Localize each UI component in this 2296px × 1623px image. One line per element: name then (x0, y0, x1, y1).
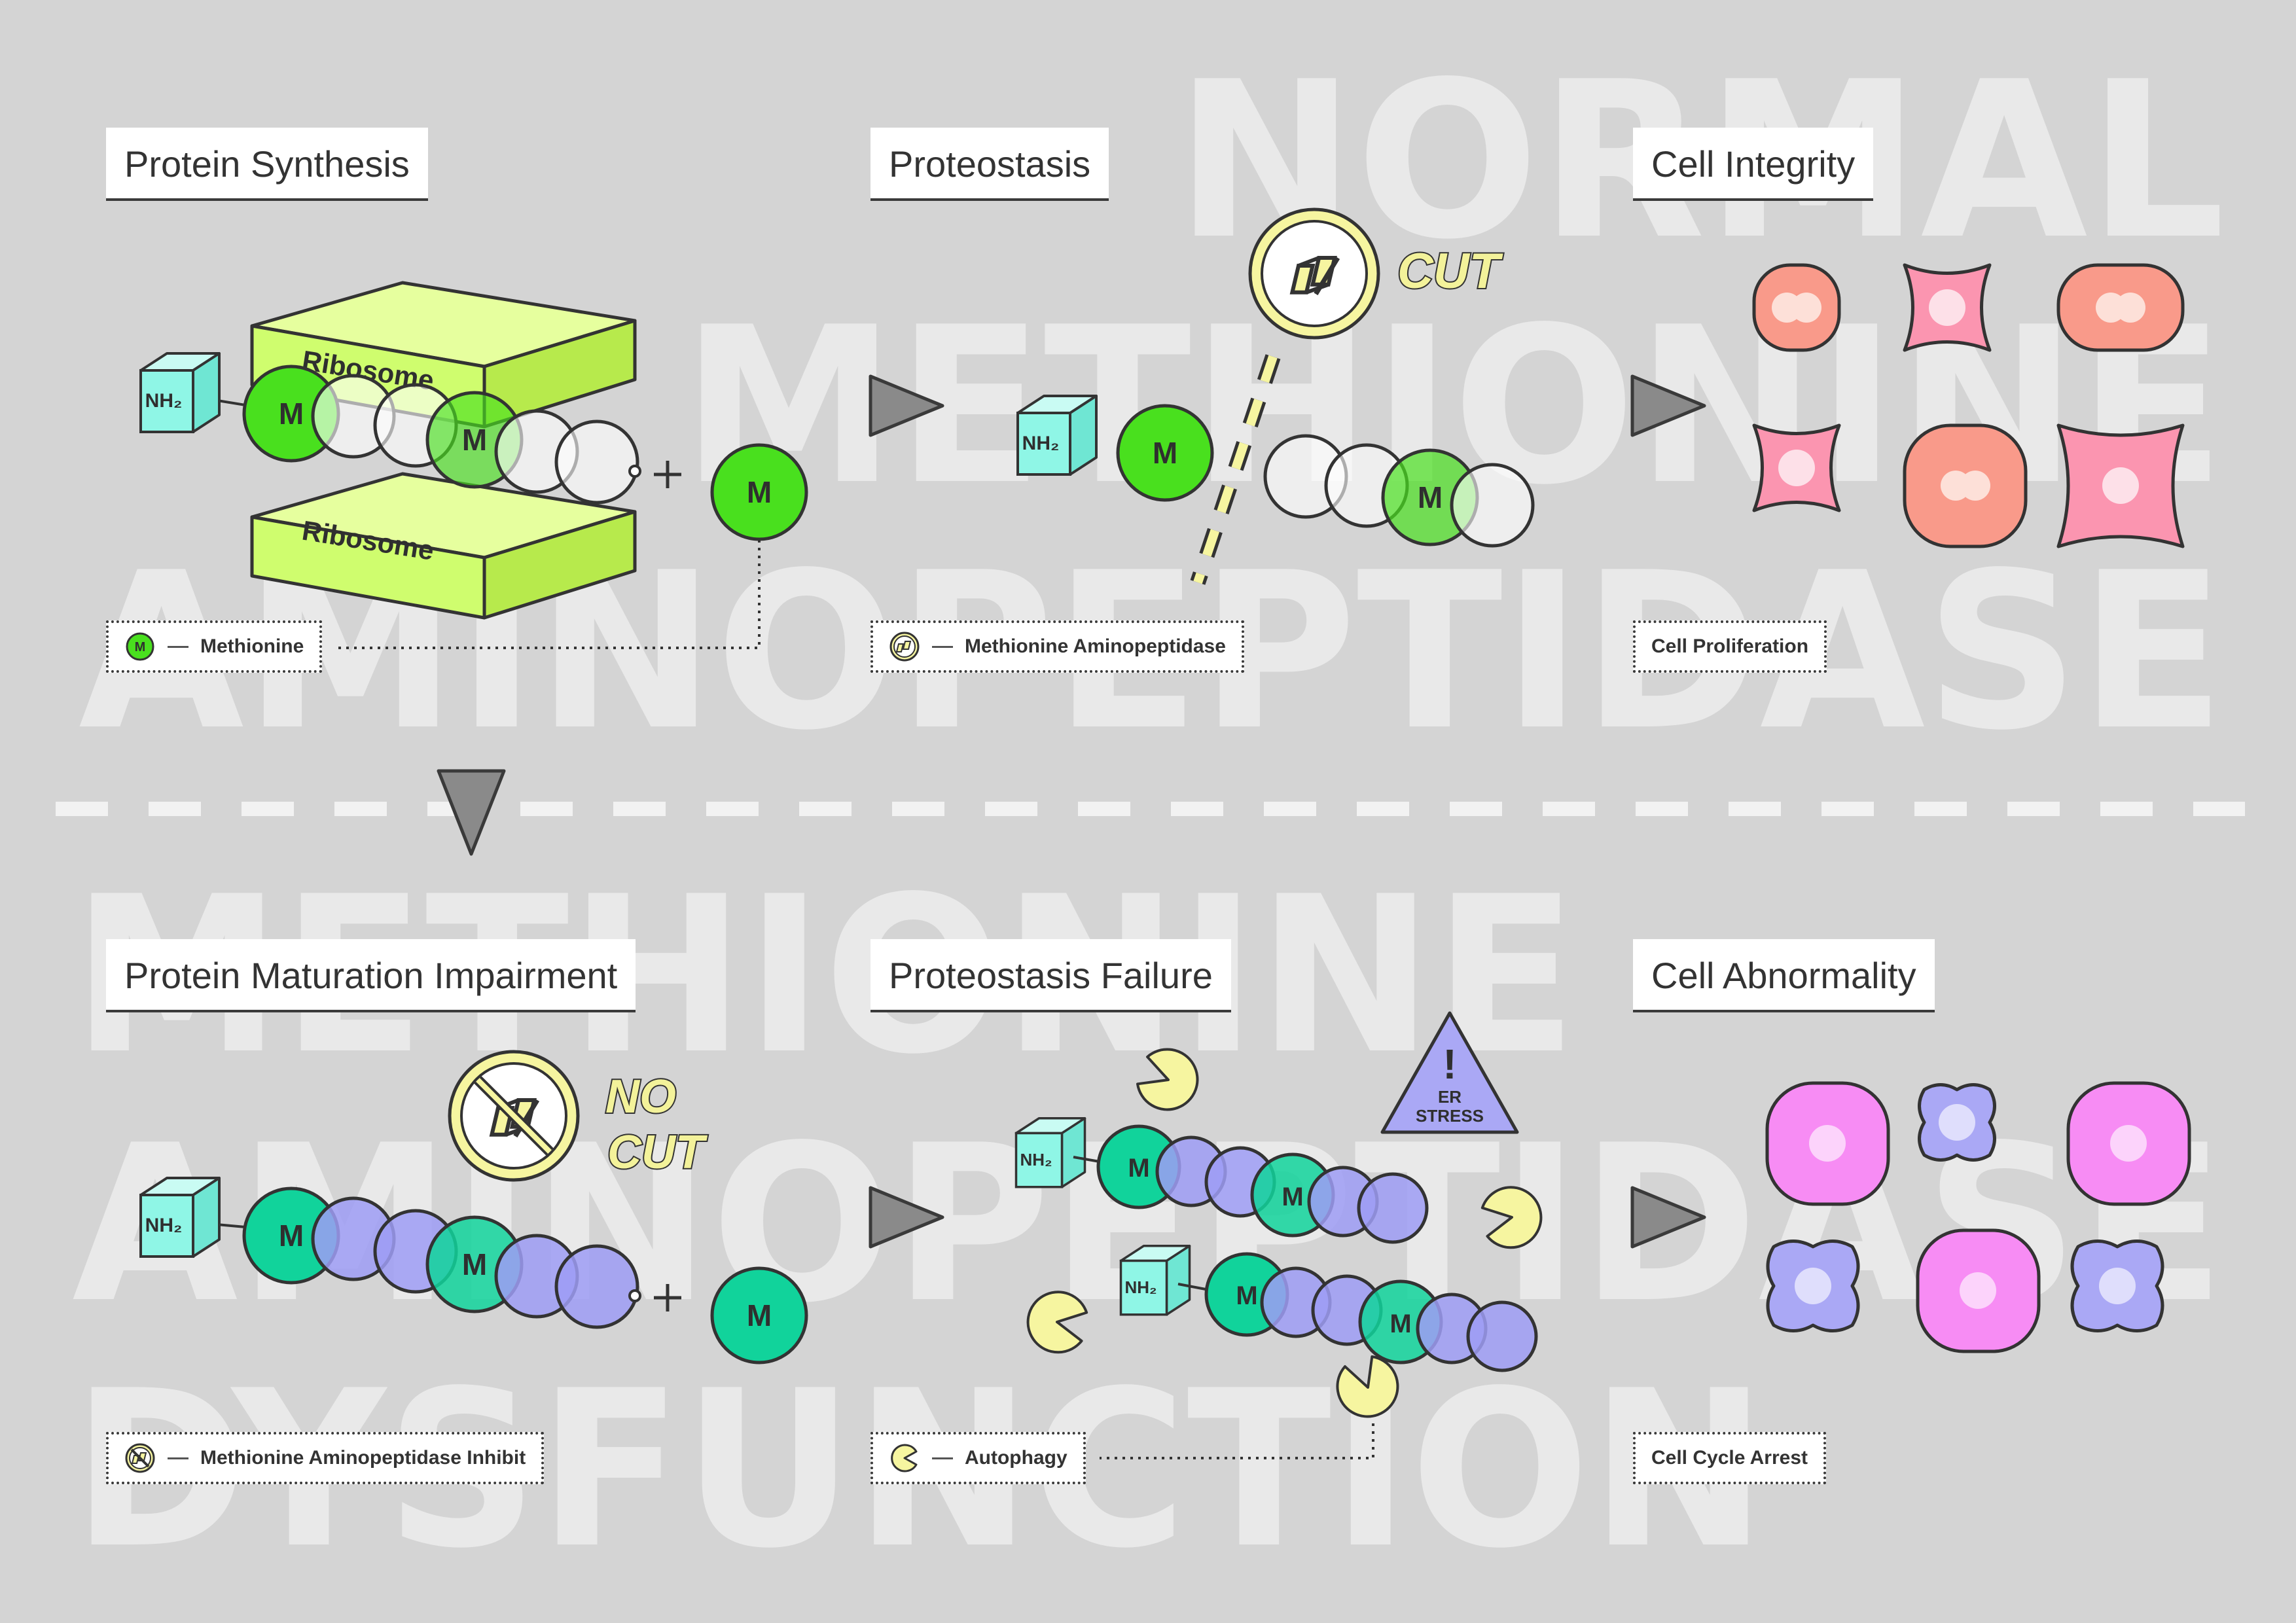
impaired-chain: NH₂ M M M (139, 1177, 808, 1364)
legend-dash (932, 645, 953, 648)
no-cut-inhibited-enzyme: NO CUT (448, 1050, 709, 1182)
abnormal-cell (1765, 1081, 1890, 1206)
methionine-bead-label: M (462, 423, 487, 457)
legend-dash (168, 645, 188, 648)
synthesis-chain: NH₂ M M M (139, 352, 808, 649)
svg-text:M: M (135, 640, 146, 654)
legend-cell-cycle-arrest-text: Cell Cycle Arrest (1651, 1447, 1808, 1469)
healthy-cell (1903, 423, 2028, 548)
healthy-cell (2056, 263, 2185, 352)
arrow-right-top-2 (1630, 374, 1706, 437)
methionine-icon: M (126, 632, 154, 661)
map-enzyme-cut: CUT (1190, 207, 1505, 585)
title-cell-abnormality: Cell Abnormality (1633, 939, 1935, 1012)
healthy-cell (1903, 263, 1992, 352)
healthy-cell (2056, 423, 2185, 548)
er-stress-warning: ! ER STRESS (1380, 1011, 1519, 1134)
nh2-label: NH₂ (1124, 1277, 1157, 1297)
healthy-cell (1752, 263, 1841, 352)
title-proteostasis: Proteostasis (870, 128, 1109, 201)
legend-dash (168, 1457, 188, 1459)
legend-methionine-text: Methionine (200, 635, 304, 657)
autophagy-pacman-icon (891, 1444, 918, 1472)
released-methionine (710, 443, 808, 541)
arrow-right-bottom-1 (869, 1186, 944, 1249)
methionine-bead-label: M (1128, 1154, 1149, 1183)
legend-cell-cycle-arrest: Cell Cycle Arrest (1633, 1432, 1827, 1484)
legend-aminopeptidase: Methionine Aminopeptidase (870, 620, 1244, 673)
failure-chain-1: NH₂ M M (1014, 1117, 1429, 1244)
legend-cell-proliferation-text: Cell Proliferation (1651, 635, 1809, 657)
methionine-bead-label: M (279, 397, 304, 431)
nh2-label: NH₂ (145, 1215, 183, 1236)
aminopeptidase-icon (889, 632, 920, 662)
abnormal-cells (1765, 1081, 2191, 1353)
methionine-bead-label: M (462, 1247, 487, 1281)
no-cut-label-line1: NO (605, 1071, 676, 1123)
methionine-bead-label: M (279, 1219, 304, 1253)
healthy-cells (1752, 263, 2185, 548)
abnormal-cell (1766, 1240, 1860, 1332)
abnormal-cell (1918, 1083, 1996, 1162)
methionine-bead-label: M (1236, 1281, 1257, 1310)
abnormal-cell (2066, 1081, 2191, 1206)
title-proteostasis-failure: Proteostasis Failure (870, 939, 1231, 1012)
nh2-label: NH₂ (1022, 433, 1060, 454)
methionine-bead-label: M (1418, 480, 1443, 514)
ribosome-bottom-block: Ribosome (250, 472, 637, 620)
legend-dash (932, 1457, 953, 1459)
legend-autophagy-text: Autophagy (965, 1447, 1067, 1469)
methionine-bead-label: M (1153, 436, 1177, 470)
cut-label: CUT (1397, 243, 1503, 299)
legend-aminopeptidase-inhibit: Methionine Aminopeptidase Inhibit (106, 1432, 545, 1484)
methionine-bead (1116, 404, 1214, 502)
er-label-line2: STRESS (1416, 1106, 1484, 1126)
title-cell-integrity: Cell Integrity (1633, 128, 1874, 201)
failure-chain-2: NH₂ M M (1119, 1245, 1538, 1372)
er-exclamation: ! (1443, 1041, 1456, 1088)
methionine-bead-label: M (1390, 1310, 1411, 1338)
title-protein-synthesis: Protein Synthesis (106, 128, 428, 201)
nh2-label: NH₂ (1020, 1150, 1052, 1169)
legend-aminopeptidase-text: Methionine Aminopeptidase (965, 635, 1226, 657)
proteostasis-chain: NH₂ M M (1016, 395, 1535, 548)
legend-methionine: M Methionine (106, 620, 323, 673)
arrow-right-top-1 (869, 374, 944, 437)
legend-inhibit-text: Methionine Aminopeptidase Inhibit (200, 1447, 526, 1469)
abnormal-cell (1916, 1228, 2041, 1353)
inhibit-icon (125, 1443, 155, 1473)
no-cut-label-line2: CUT (607, 1126, 708, 1179)
released-methionine (710, 1266, 808, 1364)
legend-autophagy: Autophagy (870, 1432, 1086, 1484)
title-protein-maturation-impairment: Protein Maturation Impairment (106, 939, 636, 1012)
methionine-bead-label: M (747, 475, 772, 509)
nh2-label: NH₂ (145, 390, 183, 412)
methionine-bead-label: M (1282, 1183, 1303, 1211)
er-label-line1: ER (1438, 1087, 1462, 1107)
legend-cell-proliferation: Cell Proliferation (1633, 620, 1827, 673)
abnormal-cell (2070, 1240, 2164, 1332)
arrow-right-bottom-2 (1630, 1186, 1706, 1249)
arrow-down (437, 769, 506, 856)
healthy-cell (1752, 423, 1841, 512)
methionine-bead-label: M (747, 1298, 772, 1332)
